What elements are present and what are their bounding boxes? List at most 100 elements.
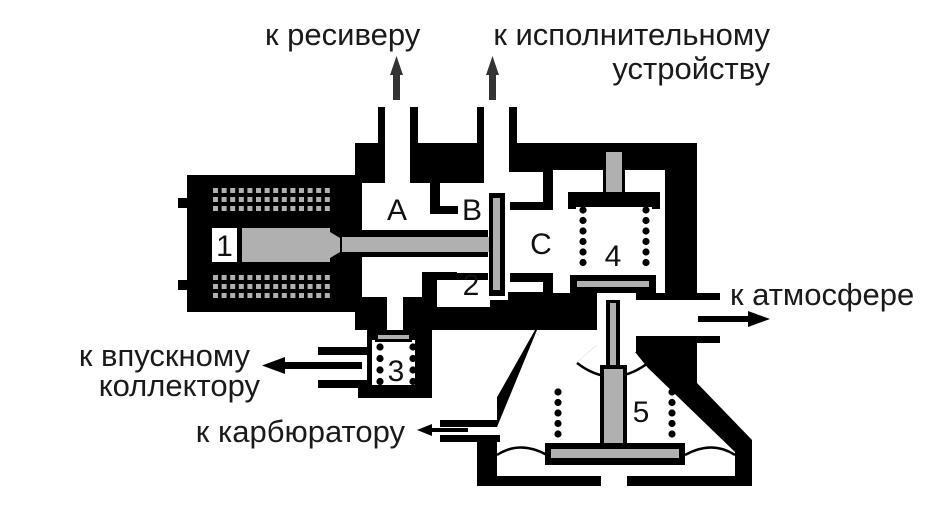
diaphragm-valve-5: 5 — [496, 300, 736, 465]
valve-4: 4 — [568, 152, 660, 293]
coil-winding-dot — [264, 188, 270, 193]
coil-winding-dot — [307, 275, 313, 280]
coil-winding-dot — [324, 197, 330, 202]
spring-coil-dot — [668, 398, 676, 407]
arrow-intake — [262, 357, 362, 374]
coil-winding-dot — [290, 275, 296, 280]
label-to-intake-1: к впускному — [79, 338, 251, 373]
coil-winding-dot — [299, 197, 304, 202]
coil-winding-dot — [316, 197, 322, 202]
spring-coil-dot — [668, 419, 676, 428]
spring-coil-dot — [579, 237, 587, 246]
coil-winding-dot — [247, 188, 253, 193]
coil-winding-dot — [290, 284, 296, 289]
coil-winding-dot — [247, 275, 253, 280]
coil-winding-dot — [230, 275, 236, 280]
coil-winding-dot — [247, 197, 253, 202]
coil-winding-dot — [273, 188, 279, 193]
spring-5 — [554, 388, 676, 438]
coil-winding-dot — [290, 206, 296, 211]
coil-winding-dot — [273, 197, 279, 202]
spring-coil-dot — [409, 354, 417, 363]
valve-disc-2 — [489, 193, 505, 296]
coil-winding-dot — [213, 293, 218, 298]
label-part-2: 2 — [463, 269, 480, 302]
coil-winding-dot — [213, 197, 218, 202]
coil-winding-dot — [290, 188, 296, 193]
spring-coil-dot — [642, 227, 650, 235]
coil-winding-dot — [230, 206, 236, 211]
label-to-atmosphere: к атмосфере — [730, 277, 914, 312]
coil-winding-dot — [230, 284, 236, 289]
coil-winding-dot — [221, 284, 227, 289]
spring-coil-dot — [554, 398, 562, 407]
label-part-4: 4 — [605, 240, 622, 273]
coil-winding-dot — [264, 206, 270, 211]
coil-winding-dot — [324, 275, 330, 280]
coil-winding-dot — [324, 206, 330, 211]
coil-winding-dot — [316, 206, 322, 211]
coil-winding-dot — [213, 284, 218, 289]
spring-coil-dot — [376, 377, 384, 386]
coil-winding-dot — [281, 206, 287, 211]
spring-coil-dot — [409, 377, 417, 386]
label-to-intake-2: коллектору — [99, 368, 261, 403]
spring-3 — [376, 343, 417, 386]
coil-winding-dot — [238, 197, 244, 202]
spring-coil-dot — [579, 258, 587, 267]
coil-winding-dot — [230, 293, 236, 298]
spring-coil-dot — [376, 343, 384, 351]
coil-winding-dot — [264, 197, 270, 202]
coil-winding-dot — [316, 293, 322, 298]
coil-winding-dot — [256, 275, 261, 280]
label-chamber-b: B — [462, 194, 482, 227]
coil-winding-dot — [256, 188, 261, 193]
cavities — [362, 100, 698, 427]
coil-winding-dot — [238, 293, 244, 298]
spring-coil-dot — [554, 409, 562, 417]
arrow-carburetor — [417, 424, 468, 436]
coil-winding-dot — [290, 293, 296, 298]
coil-winding-dot — [281, 284, 287, 289]
coil-winding-dot — [299, 284, 304, 289]
label-box-1 — [212, 228, 237, 262]
spring-coil-dot — [579, 216, 587, 225]
spring-coil-dot — [409, 366, 417, 374]
coil-winding-dot — [247, 293, 253, 298]
spring-coil-dot — [668, 430, 676, 438]
plunger-rod — [242, 228, 490, 262]
coil-winding-dot — [299, 206, 304, 211]
coil-winding-dot — [299, 275, 304, 280]
coil-winding-dot — [273, 284, 279, 289]
coil-winding-dot — [238, 284, 244, 289]
coil-winding-dot — [247, 206, 253, 211]
coil-winding-dot — [290, 197, 296, 202]
check-valve-3: 3 — [375, 332, 417, 388]
label-to-carburetor: к карбюратору — [196, 414, 406, 449]
coil-winding-dot — [273, 275, 279, 280]
coil-winding-dot — [307, 197, 313, 202]
spring-coil-dot — [668, 388, 676, 396]
spring-coil-dot — [376, 354, 384, 363]
spring-coil-dot — [409, 343, 417, 351]
coil-winding-dot — [264, 284, 270, 289]
coil-winding-dot — [273, 206, 279, 211]
coil-winding-dot — [221, 188, 227, 193]
coil-winding-dot — [264, 293, 270, 298]
coil-winding-dot — [238, 275, 244, 280]
coil-winding-dot — [316, 188, 322, 193]
spring-4 — [579, 206, 650, 267]
coil-winding-dot — [307, 284, 313, 289]
coil-winding-dot — [299, 188, 304, 193]
spring-coil-dot — [642, 248, 650, 256]
coil-winding-dot — [256, 206, 261, 211]
coil-winding-dot — [221, 197, 227, 202]
coil-winding-dot — [299, 293, 304, 298]
coil-winding-dot — [316, 284, 322, 289]
label-chamber-a: A — [387, 194, 407, 227]
label-part-3: 3 — [388, 355, 405, 388]
coil-winding-dot — [281, 275, 287, 280]
spring-coil-dot — [642, 216, 650, 225]
spring-coil-dot — [642, 258, 650, 267]
